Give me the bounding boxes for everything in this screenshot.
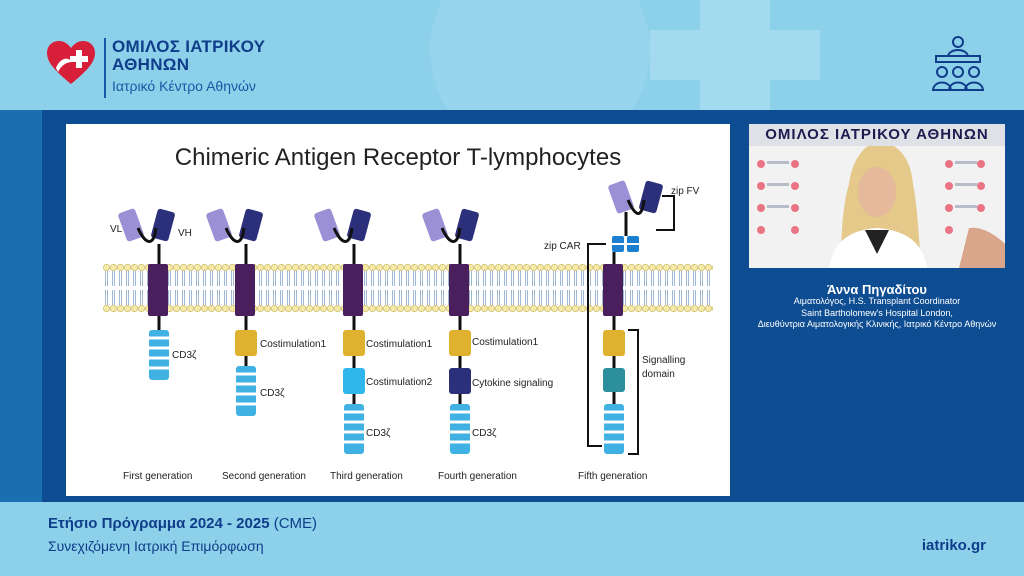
generation-label: Second generation (222, 471, 306, 482)
org-logo-heart-icon (47, 41, 95, 84)
conference-audience-icon (931, 36, 985, 91)
costimulation1-label: Costimulation1 (260, 339, 327, 350)
speaker-position: Διευθύντρια Αιματολογικής Κλινικής, Ιατρ… (757, 319, 997, 329)
video-banner-text: ΟΜΙΛΟΣ ΙΑΤΡΙΚΟΥ ΑΘΗΝΩΝ (749, 124, 1005, 146)
header-decoration (650, 30, 820, 80)
generation-label: Fourth generation (438, 471, 517, 482)
car-fifth-generation: zip FV zip CAR Signalling domain Fifth g… (544, 180, 700, 482)
header-banner (0, 0, 1024, 110)
org-name-line1: ΟΜΙΛΟΣ ΙΑΤΡΙΚΟΥ (112, 37, 266, 56)
program-name: Ετήσιο Πρόγραμμα 2024 - 2025 (48, 515, 270, 532)
car-fourth-generation: Costimulation1 Cytokine signaling CD3ζ F… (422, 208, 553, 482)
presentation-slide: Chimeric Antigen Receptor T-lymphocytes … (66, 124, 730, 496)
cd3z-label: CD3ζ (366, 428, 391, 439)
car-third-generation: Costimulation1 Costimulation2 CD3ζ Third… (314, 208, 433, 482)
cytokine-signaling-label: Cytokine signaling (472, 378, 553, 389)
speaker-name: Άννα Πηγαδίτου (827, 282, 927, 297)
cme-label: (CME) (273, 515, 318, 532)
org-name-line2: ΑΘΗΝΩΝ (112, 55, 190, 74)
car-t-diagram: VL VH CD3ζ First generation Costimulatio… (103, 180, 713, 482)
costimulation2-label: Costimulation2 (366, 377, 433, 388)
vl-label: VL (110, 224, 123, 235)
cd3z-label: CD3ζ (260, 388, 285, 399)
costimulation1-label: Costimulation1 (366, 339, 433, 350)
cd3z-label: CD3ζ (172, 350, 197, 361)
brand-divider (104, 38, 106, 98)
slide-title: Chimeric Antigen Receptor T-lymphocytes (174, 144, 622, 171)
generation-label: Third generation (330, 471, 403, 482)
costimulation1-label: Costimulation1 (472, 337, 539, 348)
header-decoration (430, 0, 650, 110)
org-subtitle: Ιατρικό Κέντρο Αθηνών (112, 78, 256, 94)
speaker-hospital: Saint Bartholomew's Hospital London, (801, 307, 953, 318)
speaker-credentials: Αιματολόγος, H.S. Transplant Coordinator… (730, 296, 1024, 331)
speaker-video: ΟΜΙΛΟΣ ΙΑΤΡΙΚΟΥ ΑΘΗΝΩΝ (749, 124, 1005, 268)
car-second-generation: Costimulation1 CD3ζ Second generation (206, 208, 327, 482)
car-first-generation: VL VH CD3ζ First generation (110, 208, 197, 482)
vh-label: VH (178, 228, 192, 239)
cd3z-label: CD3ζ (472, 428, 497, 439)
generation-label: First generation (123, 471, 192, 482)
video-backdrop (749, 124, 1005, 268)
domain-label: domain (642, 369, 675, 380)
website-link[interactable]: iatriko.gr (921, 537, 986, 554)
zip-car-label: zip CAR (544, 241, 581, 252)
program-title: Ετήσιο Πρόγραμμα 2024 - 2025 (CME) (48, 515, 317, 532)
program-subtitle: Συνεχιζόμενη Ιατρική Επιμόρφωση (48, 538, 264, 554)
generation-label: Fifth generation (578, 471, 648, 482)
signalling-label: Signalling (642, 355, 685, 366)
org-name: ΟΜΙΛΟΣ ΙΑΤΡΙΚΟΥ ΑΘΗΝΩΝ (112, 38, 265, 74)
speaker-title: Αιματολόγος, H.S. Transplant Coordinator (793, 296, 961, 306)
footer-banner (0, 502, 1024, 576)
zip-fv-label: zip FV (671, 186, 700, 197)
